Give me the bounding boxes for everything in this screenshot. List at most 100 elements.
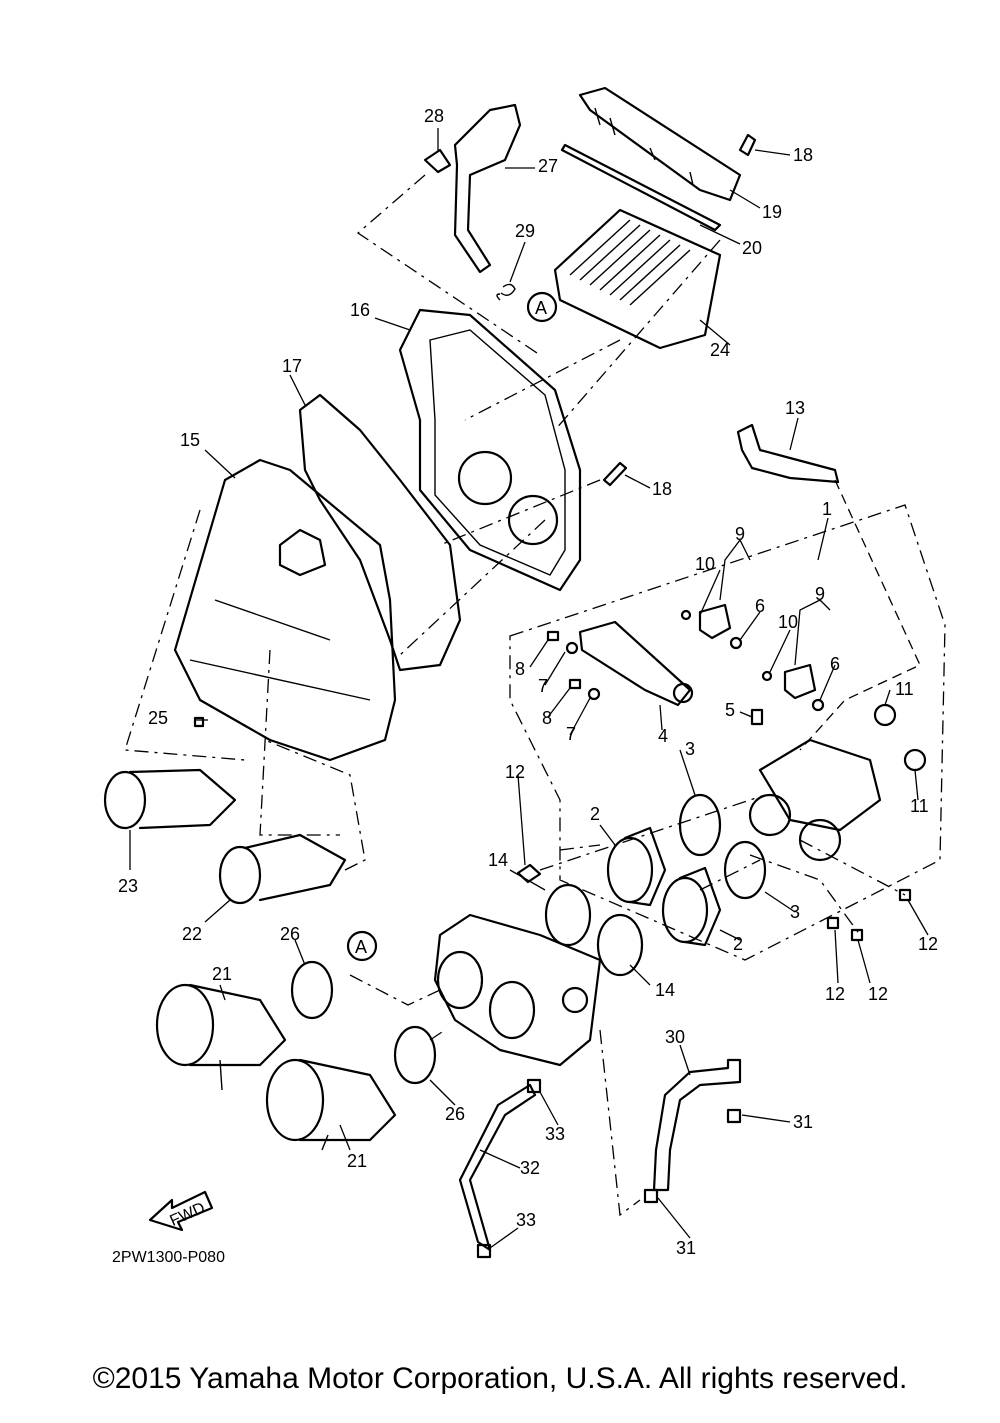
callout-label: 8	[515, 659, 525, 679]
throttle-body-upper-part	[748, 738, 882, 862]
callout-label: 1	[822, 499, 832, 519]
callout-label: 15	[180, 430, 200, 450]
callout-label: 12	[868, 984, 888, 1004]
callout-label: 27	[538, 156, 558, 176]
callout-label: 9	[735, 524, 745, 544]
throttle-body-part	[433, 913, 602, 1067]
callout-label: 3	[685, 739, 695, 759]
leader-lines	[129, 128, 929, 1249]
callout-label: 31	[793, 1112, 813, 1132]
copyright-notice: ©2015 Yamaha Motor Corporation, U.S.A. A…	[92, 1362, 908, 1395]
clamp-part-3b	[723, 840, 767, 900]
callout-label: 4	[658, 726, 668, 746]
clip-part-29	[496, 283, 516, 301]
connection-lines	[124, 174, 921, 1217]
air-filter-element-part	[553, 208, 722, 350]
callout-label: 22	[182, 924, 202, 944]
callout-label: 6	[755, 596, 765, 616]
intake-duct-part-lower	[265, 1058, 397, 1151]
callout-label: 12	[505, 762, 525, 782]
fuel-rail-part	[578, 620, 694, 707]
callout-label: 18	[793, 145, 813, 165]
callout-label: 12	[825, 984, 845, 1004]
callout-label: 21	[347, 1151, 367, 1171]
callout-label: 13	[785, 398, 805, 418]
callout-label: 18	[652, 479, 672, 499]
callout-label: 6	[830, 654, 840, 674]
callout-label: 7	[538, 676, 548, 696]
callout-label: 25	[148, 708, 168, 728]
callout-label: 28	[424, 106, 444, 126]
callout-label: 19	[762, 202, 782, 222]
airbox-case-part	[398, 308, 582, 592]
intake-joint-part-b	[661, 866, 722, 947]
ref-marker-label: A	[535, 298, 547, 318]
bolt-part-12d	[898, 888, 912, 902]
fwd-arrow-icon: FWD	[148, 1190, 214, 1232]
clamp-part-26a	[290, 960, 334, 1020]
callout-label: 26	[445, 1104, 465, 1124]
callout-label: 24	[710, 340, 730, 360]
filter-cover-part	[578, 86, 742, 202]
vent-hose-part	[736, 423, 840, 484]
callout-labels: 1 2 2 3 3 4 5 6 6 7 7 8 8 9 9 10 10 11 1…	[118, 106, 938, 1258]
bolt-part-12a	[516, 863, 542, 884]
ref-marker-a-lower	[346, 930, 378, 962]
bolt-part-12c	[850, 928, 864, 942]
bolt-part-12b	[826, 916, 840, 930]
callout-label: 14	[488, 850, 508, 870]
funnel-part-23	[103, 768, 237, 830]
seal-part-b	[811, 698, 825, 712]
screw-part-25	[193, 716, 205, 728]
callout-label: 3	[790, 902, 800, 922]
callout-label: 10	[778, 612, 798, 632]
clamp-part-14b	[596, 913, 644, 977]
screw-part-18a	[738, 133, 757, 157]
clamp-part-14a	[544, 883, 592, 947]
washer-part-a	[565, 641, 579, 655]
callout-label: 33	[545, 1124, 565, 1144]
screw-part-18b	[602, 461, 628, 487]
o-ring-part-b	[761, 670, 773, 682]
gasket-part	[298, 393, 462, 672]
callout-label: 10	[695, 554, 715, 574]
callout-label: 9	[815, 584, 825, 604]
hose-part-30	[652, 1058, 742, 1192]
clip-part-11b	[903, 748, 927, 772]
clip-part-28	[423, 148, 452, 174]
bolt-part-8b	[568, 678, 582, 690]
washer-part-b	[587, 687, 601, 701]
seal-strip-part	[560, 143, 722, 232]
callout-label: 29	[515, 221, 535, 241]
callout-label: 11	[895, 679, 914, 699]
pin-part-5	[750, 708, 764, 726]
callout-label: 30	[665, 1027, 685, 1047]
callout-label: 23	[118, 876, 138, 896]
drawing-code: 2PW1300-P080	[112, 1249, 225, 1266]
callout-label: 31	[676, 1238, 696, 1258]
assembly-1-outline	[509, 504, 946, 961]
callout-label: 8	[542, 708, 552, 728]
callout-label: 33	[516, 1210, 536, 1230]
airbox-lower-part	[173, 458, 397, 762]
parts-diagram: FWD	[103, 86, 946, 1266]
clamp-part-3a	[678, 793, 722, 857]
callout-label: 21	[212, 964, 232, 984]
callout-label: 12	[918, 934, 938, 954]
callout-label: 5	[725, 700, 735, 720]
o-ring-part-a	[680, 609, 692, 621]
callout-label: 17	[282, 356, 302, 376]
injector-part-a	[698, 603, 732, 640]
callout-label: 7	[566, 724, 576, 744]
clip-part-31a	[726, 1108, 742, 1124]
callout-label: 2	[590, 804, 600, 824]
breather-hose-part	[453, 103, 522, 274]
callout-label: 16	[350, 300, 370, 320]
seal-part-a	[729, 636, 743, 650]
intake-duct-part-upper	[155, 983, 287, 1091]
ref-marker-label: A	[355, 937, 367, 957]
callout-label: 32	[520, 1158, 540, 1178]
injector-part-b	[783, 663, 817, 700]
fwd-label: FWD	[167, 1200, 207, 1230]
callout-label: 11	[910, 796, 929, 816]
